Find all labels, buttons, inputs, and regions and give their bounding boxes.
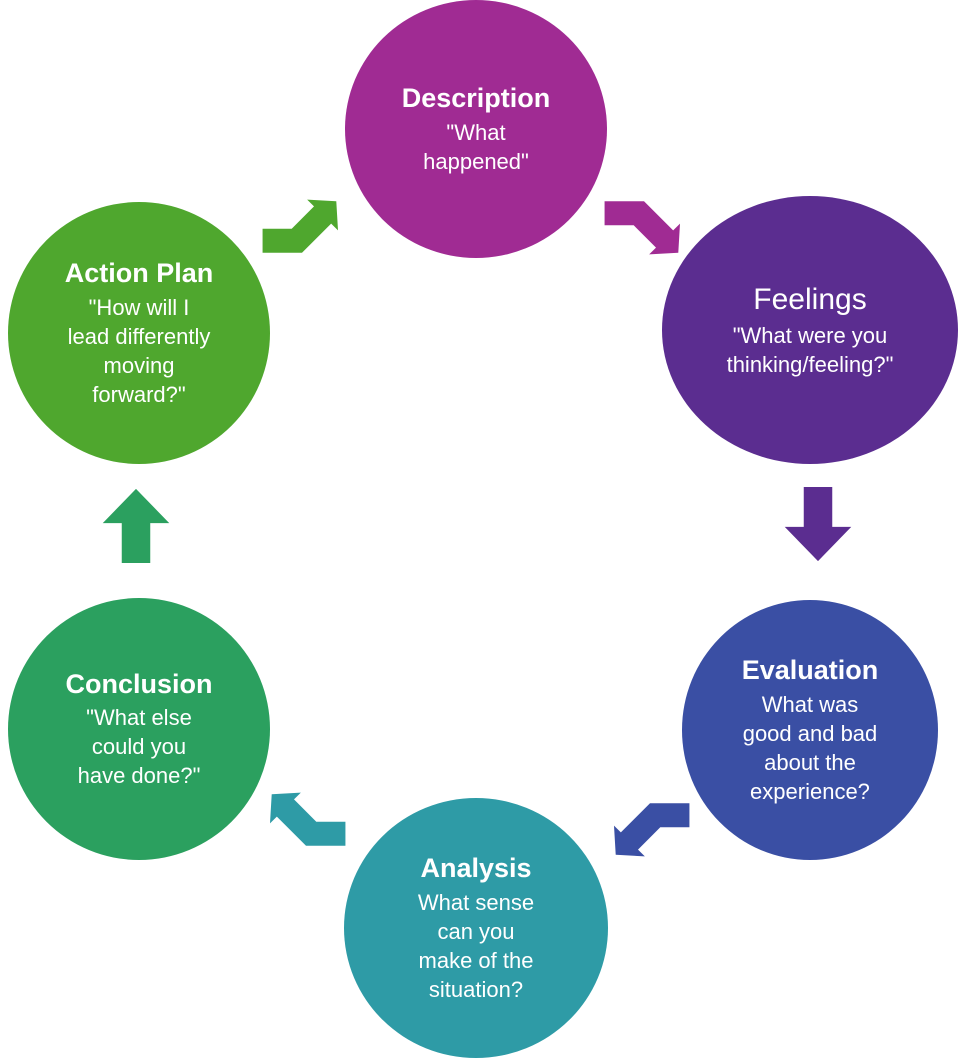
node-description-title: Description: [401, 83, 551, 114]
node-analysis-body: What sense can you make of the situation…: [417, 889, 535, 1002]
node-conclusion: Conclusion "What else could you have don…: [8, 598, 270, 860]
node-feelings-title: Feelings: [753, 283, 867, 317]
node-action-plan-title: Action Plan: [64, 258, 214, 289]
arrow-action-plan-to-description-icon: [262, 199, 338, 253]
node-description: Description "What happened": [345, 0, 607, 258]
arrow-analysis-to-conclusion-icon: [270, 792, 346, 846]
arrow-feelings-to-evaluation-icon: [784, 487, 852, 562]
node-feelings-body: "What were you thinking/feeling?": [726, 322, 894, 377]
node-conclusion-title: Conclusion: [65, 668, 213, 699]
node-description-body: "What happened": [423, 119, 529, 174]
arrow-description-to-feelings-icon: [604, 201, 680, 255]
node-action-plan-body: "How will I lead differently moving forw…: [67, 294, 211, 407]
node-evaluation-title: Evaluation: [741, 655, 879, 686]
node-analysis: Analysis What sense can you make of the …: [344, 798, 608, 1058]
node-action-plan: Action Plan "How will I lead differently…: [8, 202, 270, 464]
arrow-evaluation-to-analysis-icon: [614, 803, 690, 857]
node-evaluation: Evaluation What was good and bad about t…: [682, 600, 938, 860]
node-analysis-title: Analysis: [420, 853, 532, 884]
node-evaluation-body: What was good and bad about the experien…: [742, 691, 878, 804]
arrow-conclusion-to-action-plan-icon: [102, 488, 170, 563]
node-conclusion-body: "What else could you have done?": [77, 705, 201, 789]
node-feelings: Feelings "What were you thinking/feeling…: [662, 196, 958, 464]
